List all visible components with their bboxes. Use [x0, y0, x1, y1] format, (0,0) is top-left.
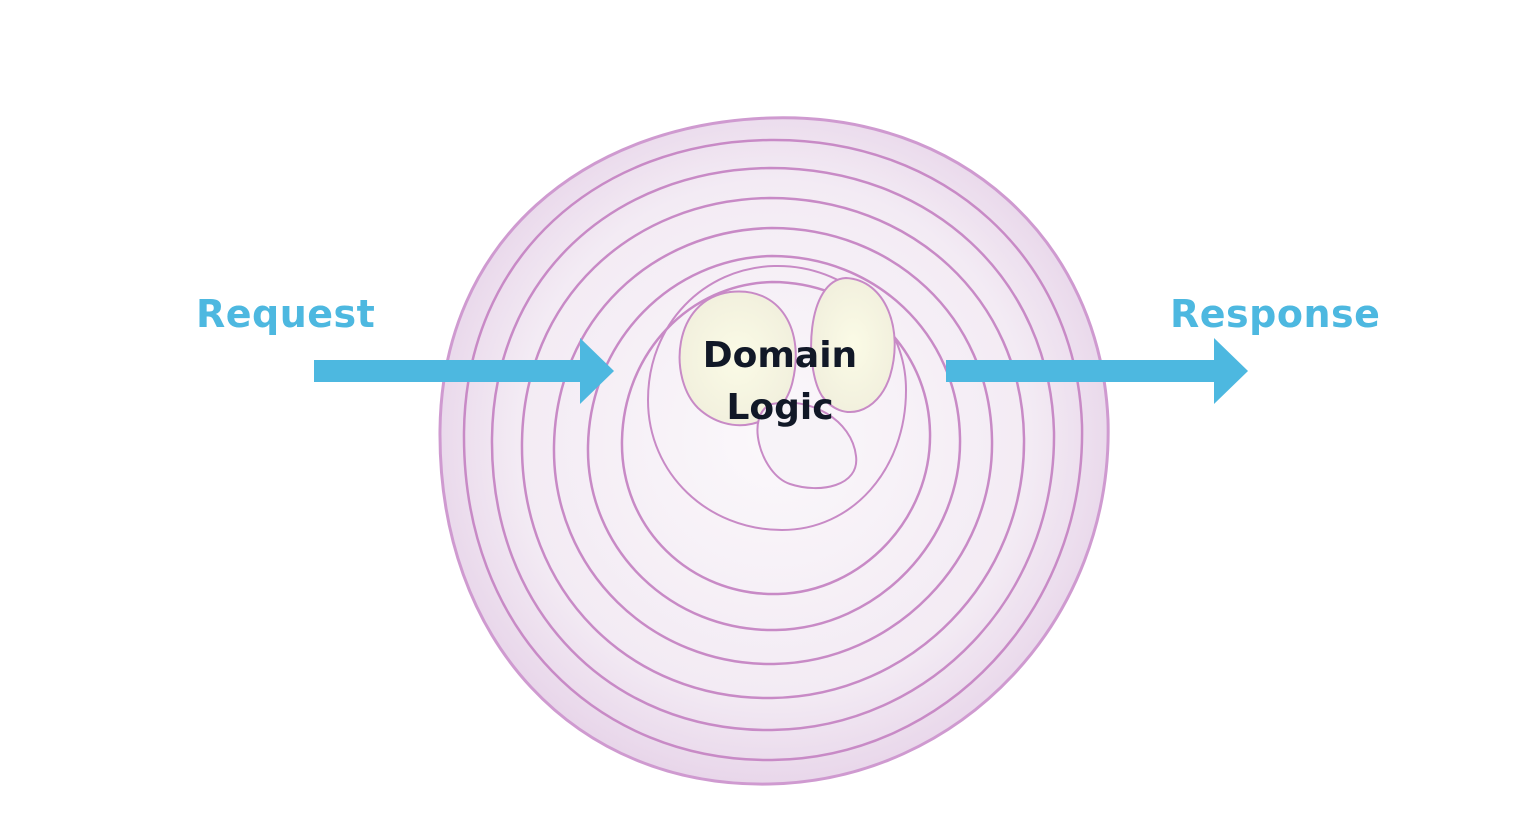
domain-logic-label: Domain Logic [680, 330, 880, 434]
request-label: Request [196, 292, 376, 336]
onion-ring-2 [462, 138, 1084, 762]
request-arrow [314, 338, 614, 404]
core-lobe-right [810, 276, 896, 413]
core-label-line1: Domain [702, 335, 858, 376]
response-label: Response [1170, 292, 1381, 336]
onion-ring-6 [586, 254, 962, 632]
core-lobe-bottom [756, 401, 858, 490]
onion-core [678, 276, 896, 490]
core-lobe-left [678, 290, 797, 427]
core-label-line2: Logic [726, 387, 834, 428]
onion-ring-5 [552, 226, 994, 666]
onion-ring-4 [520, 196, 1026, 700]
onion-ring-7 [620, 280, 932, 596]
onion-ring-3 [490, 166, 1056, 732]
response-arrow [946, 338, 1248, 404]
